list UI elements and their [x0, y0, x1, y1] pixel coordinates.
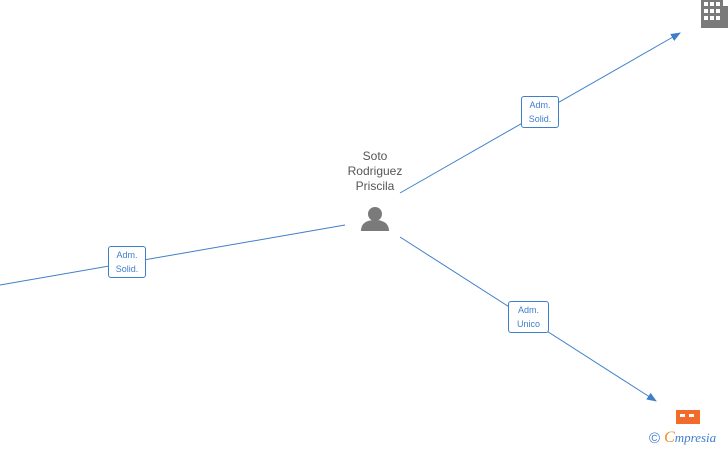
relation-label-line: Unico: [516, 319, 540, 329]
person-icon[interactable]: [361, 207, 389, 231]
relation-label-left[interactable]: Adm. Solid.: [108, 246, 146, 278]
person-name-line-2: Rodriguez: [347, 164, 403, 178]
person-name[interactable]: Soto Rodriguez Priscila: [325, 149, 425, 194]
copyright-icon: ©: [649, 429, 661, 447]
copyright-notice: © Cmpresia: [649, 428, 716, 448]
relation-label-line: Adm.: [116, 250, 138, 260]
relation-label-building[interactable]: Adm. Solid.: [521, 96, 559, 128]
relation-label-line: Adm.: [517, 305, 539, 315]
relation-label-line: Solid.: [115, 264, 139, 274]
relation-label-line: Solid.: [528, 114, 552, 124]
brand-logo-text: mpresia: [674, 430, 717, 445]
building-icon[interactable]: [701, 0, 728, 28]
brand-logo[interactable]: Cmpresia: [664, 429, 716, 447]
person-name-line-3: Priscila: [355, 179, 395, 193]
company-icon[interactable]: [676, 410, 700, 424]
relation-label-company[interactable]: Adm. Unico: [508, 301, 549, 333]
edge-from-left: [0, 224, 346, 286]
brand-logo-initial: C: [664, 429, 675, 446]
relation-label-line: Adm.: [529, 100, 551, 110]
person-name-line-1: Soto: [362, 149, 388, 163]
